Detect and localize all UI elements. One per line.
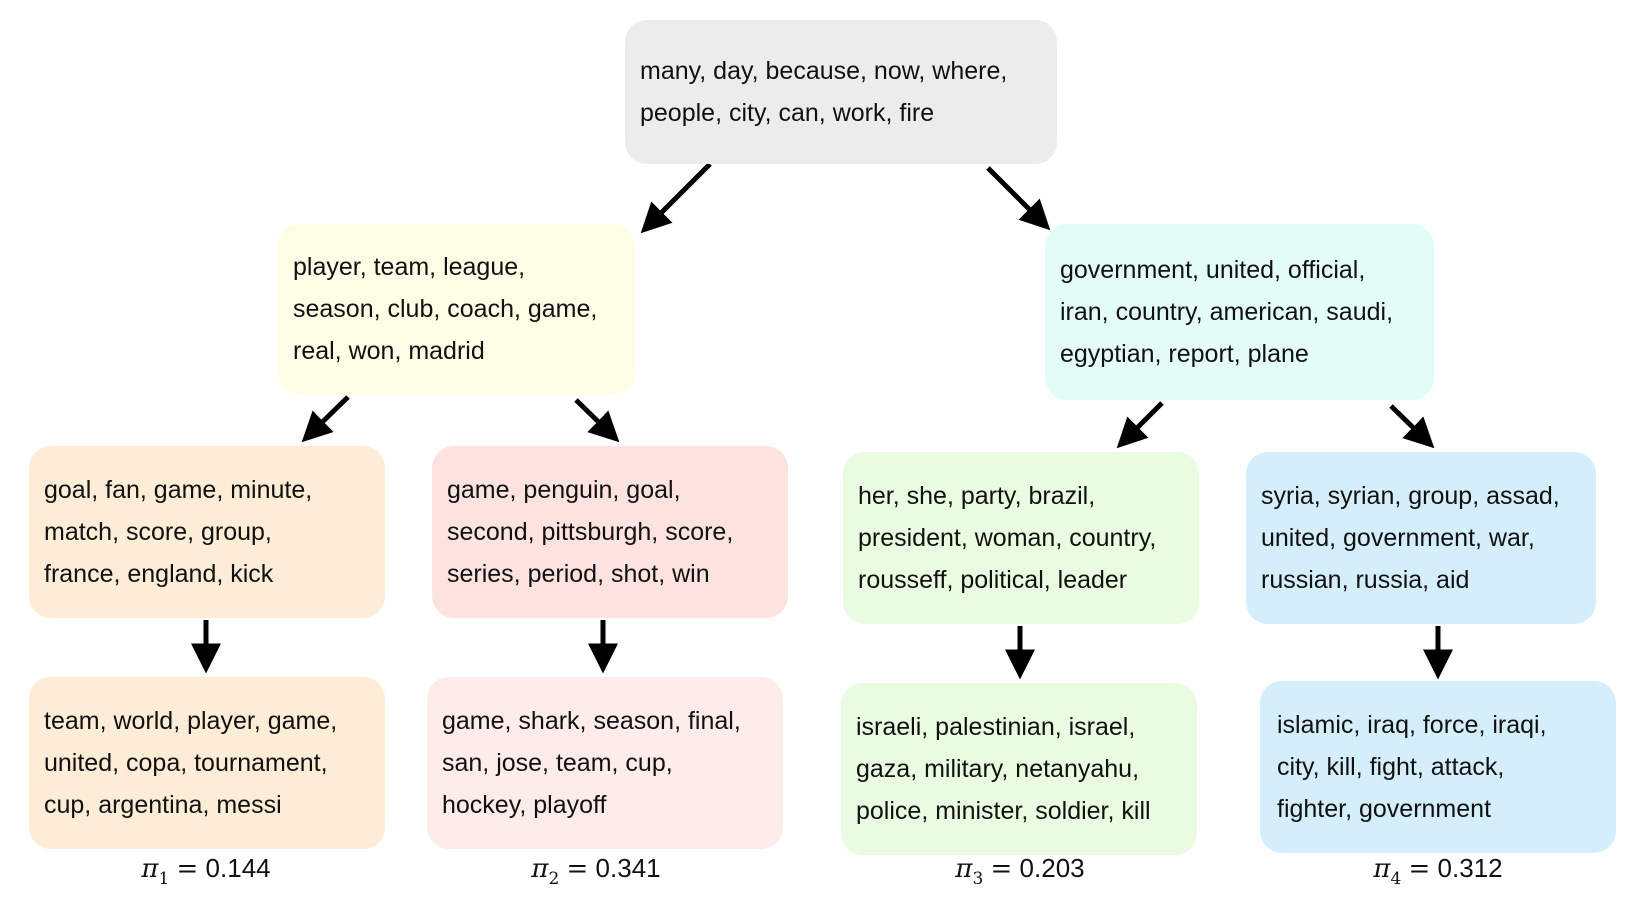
politics-topic-words: government, united, official, iran, coun…: [1060, 256, 1394, 368]
sports-topic-box: player, team, league, season, club, coac…: [278, 224, 635, 394]
arrow-politics-to-topic-4: [1389, 404, 1435, 449]
topic-1-level-2-words: team, world, player, game, united, copa,…: [44, 707, 338, 819]
topic-4-level-2-box: islamic, iraq, force, iraqi, city, kill,…: [1260, 681, 1616, 853]
topic-1-level-2-box: team, world, player, game, united, copa,…: [29, 677, 385, 849]
arrow-politics-to-topic-3: [1116, 401, 1164, 449]
pi-symbol: π: [531, 854, 549, 884]
topic-4-level-2-words: islamic, iraq, force, iraqi, city, kill,…: [1277, 711, 1547, 823]
pi-symbol: π: [1373, 854, 1391, 884]
topic-1-level-1-box: goal, fan, game, minute, match, score, g…: [29, 446, 385, 618]
arrow-root-to-sports: [640, 162, 712, 234]
root-topic-box: many, day, because, now, where, people, …: [625, 20, 1057, 164]
pi-symbol: π: [141, 854, 159, 884]
equals-sign: =: [990, 854, 1013, 884]
weight-value: 0.312: [1437, 853, 1503, 883]
weight-value: 0.144: [205, 853, 271, 883]
sports-topic-words: player, team, league, season, club, coac…: [293, 253, 598, 365]
topic-3-level-1-words: her, she, party, brazil, president, woma…: [858, 482, 1157, 594]
topic-3-level-2-words: israeli, palestinian, israel, gaza, mili…: [856, 713, 1151, 825]
pi-index: 1: [158, 869, 170, 889]
topic-2-level-2-words: game, shark, season, final, san, jose, t…: [442, 707, 741, 819]
arrow-sports-to-topic-1: [301, 395, 350, 443]
pi-index: 2: [548, 869, 560, 889]
topic-weight-4: π4 = 0.312: [1308, 853, 1568, 889]
root-topic-words: many, day, because, now, where, people, …: [640, 57, 1008, 127]
topic-2-level-1-words: game, penguin, goal, second, pittsburgh,…: [447, 476, 734, 588]
topic-4-level-1-box: syria, syrian, group, assad, united, gov…: [1246, 452, 1596, 624]
topic-weight-3: π3 = 0.203: [890, 853, 1150, 889]
topic-3-level-1-box: her, she, party, brazil, president, woma…: [843, 452, 1199, 624]
equals-sign: =: [1408, 854, 1431, 884]
weight-value: 0.203: [1019, 853, 1085, 883]
topic-weight-2: π2 = 0.341: [466, 853, 726, 889]
topic-2-level-1-box: game, penguin, goal, second, pittsburgh,…: [432, 446, 788, 618]
topic-2-level-2-box: game, shark, season, final, san, jose, t…: [427, 677, 783, 849]
topic-weight-1: π1 = 0.144: [76, 853, 336, 889]
equals-sign: =: [176, 854, 199, 884]
pi-index: 3: [972, 869, 984, 889]
arrow-root-to-politics: [986, 166, 1051, 231]
arrow-sports-to-topic-2: [574, 398, 620, 443]
topic-1-level-1-words: goal, fan, game, minute, match, score, g…: [44, 476, 313, 588]
topic-4-level-1-words: syria, syrian, group, assad, united, gov…: [1261, 482, 1560, 594]
topic-3-level-2-box: israeli, palestinian, israel, gaza, mili…: [841, 683, 1197, 855]
weight-value: 0.341: [595, 853, 661, 883]
pi-symbol: π: [955, 854, 973, 884]
equals-sign: =: [566, 854, 589, 884]
politics-topic-box: government, united, official, iran, coun…: [1045, 224, 1434, 400]
pi-index: 4: [1390, 869, 1402, 889]
